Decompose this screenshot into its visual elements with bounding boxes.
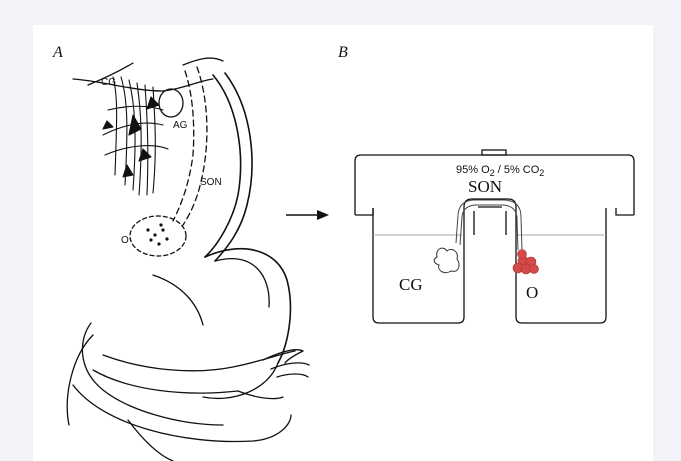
panel-a-label: A xyxy=(52,44,63,61)
label-ag: AG xyxy=(173,120,188,131)
figure-svg: A xyxy=(33,25,653,461)
o-tissue xyxy=(513,250,539,275)
label-o-b: O xyxy=(526,283,538,302)
label-o-a: O xyxy=(121,235,129,246)
organ-dots xyxy=(146,223,168,245)
arrow-right-icon xyxy=(286,210,329,220)
label-son-a: SON xyxy=(200,177,222,188)
snail-drawing xyxy=(67,58,309,461)
cg-tissue xyxy=(434,248,459,272)
figure: A xyxy=(33,25,653,461)
panel-b-label: B xyxy=(338,44,348,61)
gas-mixture-label: 95% O2 / 5% CO2 xyxy=(456,164,544,178)
ganglia-cluster xyxy=(103,77,168,195)
label-cg-b: CG xyxy=(399,275,423,294)
label-son-b: SON xyxy=(468,177,502,196)
label-cg-a: CG xyxy=(101,77,116,88)
